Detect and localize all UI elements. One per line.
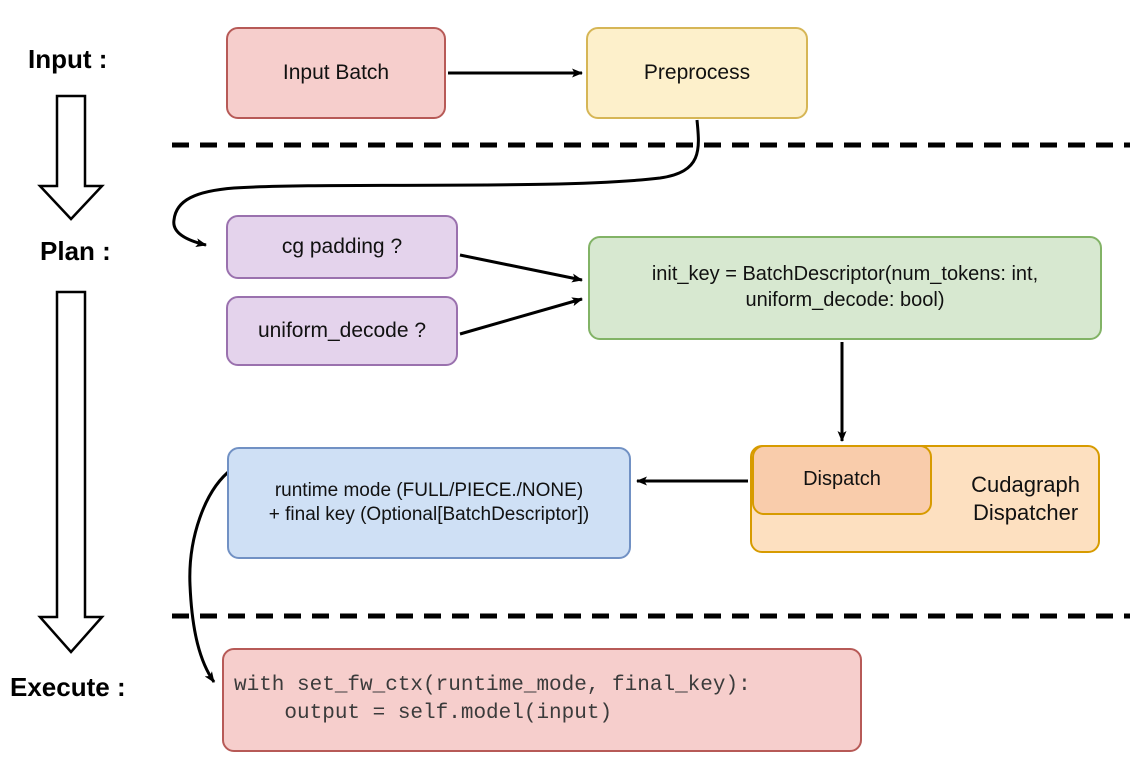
node-dispatch-label: Dispatch (803, 468, 881, 491)
node-cg-padding[interactable]: cg padding ? (226, 215, 458, 279)
node-dispatch[interactable]: Dispatch (752, 445, 932, 515)
node-uniform-decode-label: uniform_decode ? (257, 318, 427, 342)
node-runtime-mode[interactable]: runtime mode (FULL/PIECE./NONE) + final … (227, 447, 631, 559)
node-init-key-label: init_key = BatchDescriptor(num_tokens: i… (651, 263, 1039, 311)
code-line-2: output = self.model(input) (234, 702, 613, 725)
stage-label-execute: Execute : (10, 672, 126, 702)
node-cudagraph-dispatcher-label: Cudagraph Dispatcher (971, 471, 1080, 525)
input-to-plan-block-arrow (37, 94, 105, 221)
arrow-cg-padding-to-init-key (459, 253, 583, 283)
node-uniform-decode[interactable]: uniform_decode ? (226, 296, 458, 366)
plan-to-execute-block-arrow (37, 290, 105, 654)
node-init-key[interactable]: init_key = BatchDescriptor(num_tokens: i… (588, 236, 1102, 340)
node-input-batch[interactable]: Input Batch (226, 27, 446, 119)
node-runtime-mode-label: runtime mode (FULL/PIECE./NONE) + final … (268, 479, 590, 525)
stage-label-input: Input : (28, 44, 108, 74)
node-execute-code[interactable]: with set_fw_ctx(runtime_mode, final_key)… (222, 648, 862, 752)
node-preprocess[interactable]: Preprocess (586, 27, 808, 119)
node-input-batch-label: Input Batch (282, 60, 390, 84)
stage-label-plan: Plan : (40, 236, 111, 266)
node-preprocess-label: Preprocess (643, 60, 751, 84)
arrow-uniform-decode-to-init-key (459, 297, 583, 336)
node-cg-padding-label: cg padding ? (281, 234, 403, 258)
code-line-1: with set_fw_ctx(runtime_mode, final_key)… (234, 673, 751, 697)
